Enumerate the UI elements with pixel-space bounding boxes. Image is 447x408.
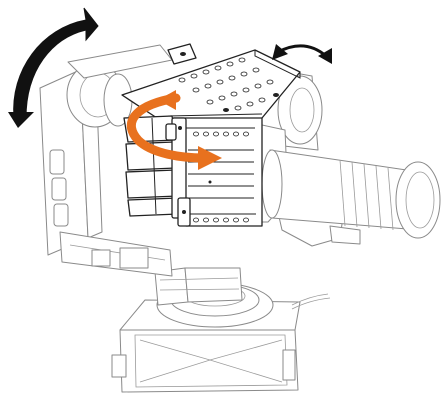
gimbal-tilt-arm: [39, 44, 173, 277]
tilt-arrow: [8, 7, 99, 128]
gimbal-base-unit: [111, 267, 331, 393]
pan-arrow: [272, 44, 332, 64]
roll-arrow: [126, 90, 222, 170]
camera-cage: [121, 43, 301, 227]
gimbal-roll-motor: [277, 69, 323, 151]
